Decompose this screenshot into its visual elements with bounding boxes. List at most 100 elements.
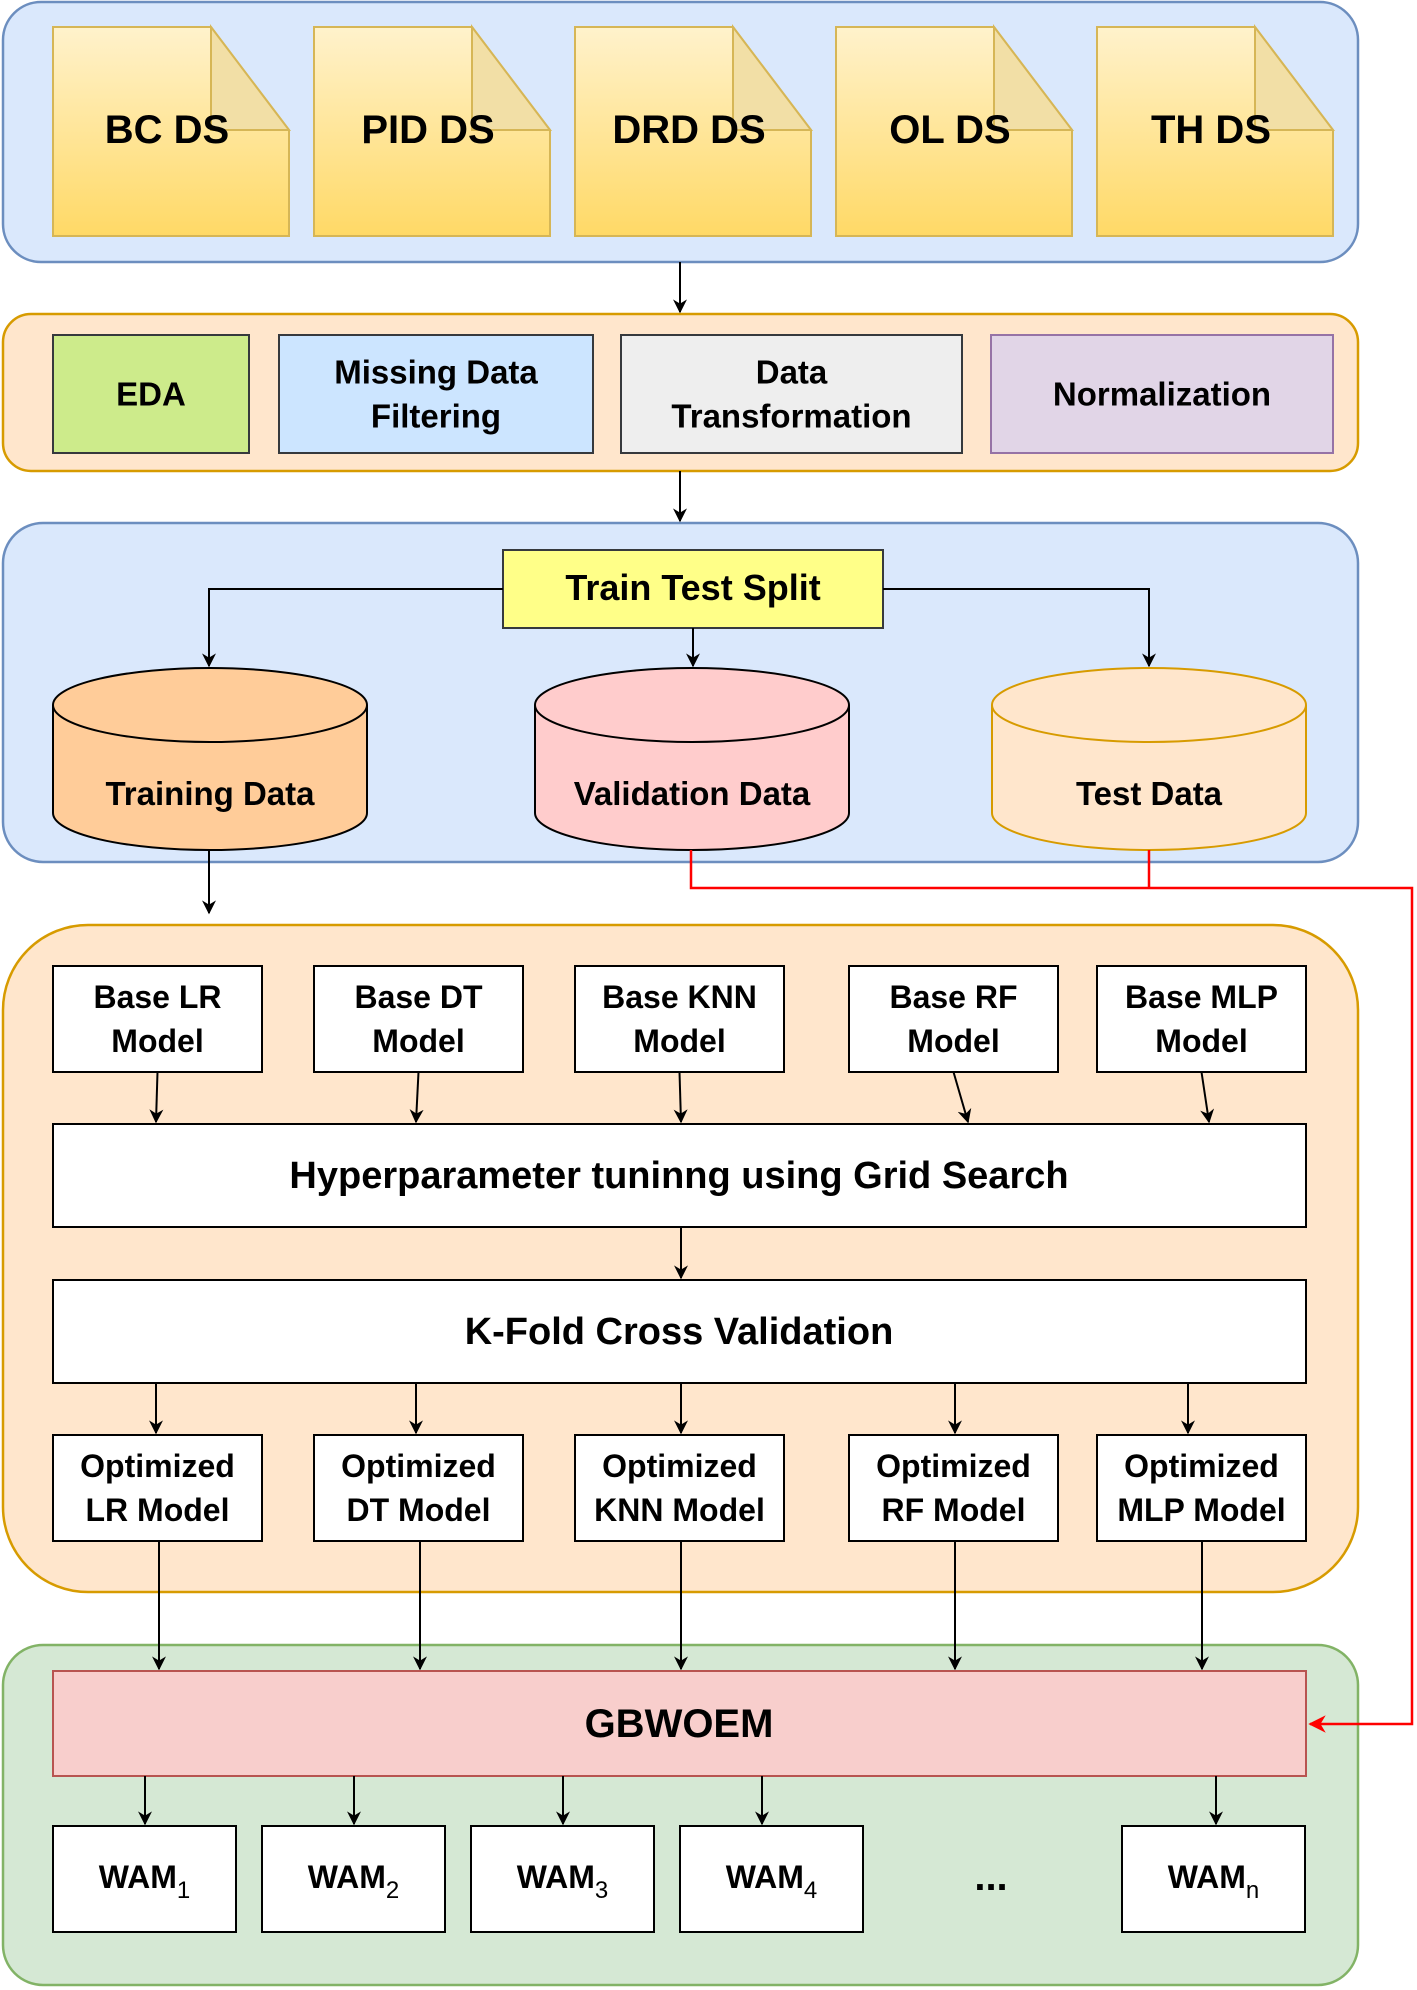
dataset-label: TH DS <box>1151 108 1271 152</box>
split-output-label: Test Data <box>1076 775 1223 812</box>
preprocessing-label: Transformation <box>671 398 911 435</box>
gbwoem-label: GBWOEM <box>585 1702 774 1746</box>
base-model-base-lr: Base LR Model <box>52 965 263 1124</box>
dataset-doc-bc-ds: BC DS <box>52 24 292 237</box>
preprocessing-label: Filtering <box>371 398 501 435</box>
base-to-tuning-arrow <box>673 1071 688 1124</box>
split-to-training-arrow <box>202 588 503 668</box>
wam-subscript: 1 <box>177 1877 190 1904</box>
wam-base: WAM <box>1168 1859 1246 1895</box>
preprocessing-box <box>278 334 594 454</box>
wam-label: WAM1 <box>99 1859 191 1904</box>
preprocessing-box <box>620 334 963 454</box>
document-fold <box>993 24 1075 131</box>
validation-test-feedback-arrow <box>689 850 1414 1733</box>
document-fold <box>732 24 814 131</box>
split-output-label: Validation Data <box>574 775 811 812</box>
wam-subscript: n <box>1246 1877 1259 1904</box>
dataset-label: BC DS <box>105 108 229 152</box>
model-box <box>313 965 524 1073</box>
wam-output-n: WAMn <box>1121 1776 1306 1933</box>
wam-label: WAMn <box>1168 1859 1260 1904</box>
wam-base: WAM <box>517 1859 595 1895</box>
optimized-model-label: DT Model <box>347 1492 491 1528</box>
wam-box <box>52 1825 237 1933</box>
dataset-label: OL DS <box>889 108 1011 152</box>
cylinder-test-data: Test Data <box>991 667 1307 851</box>
optimized-model-label: Optimized <box>1124 1448 1279 1484</box>
model-box <box>848 965 1059 1073</box>
base-model-label: Base MLP <box>1125 979 1278 1015</box>
wam-box <box>679 1825 864 1933</box>
cross-validation-label: K-Fold Cross Validation <box>465 1311 894 1353</box>
optimized-model-label: LR Model <box>86 1492 230 1528</box>
cylinder-training-data: Training Data <box>52 667 368 851</box>
base-model-label: Model <box>111 1023 203 1059</box>
wam-output-3: WAM3 <box>470 1776 655 1933</box>
model-box <box>52 965 263 1073</box>
preprocessing-label: EDA <box>116 376 186 413</box>
wam-subscript: 4 <box>804 1877 817 1904</box>
model-box <box>848 1434 1059 1542</box>
gbwoem-box <box>52 1670 1307 1777</box>
database-top <box>52 667 368 743</box>
optimized-model-label: Optimized <box>80 1448 235 1484</box>
wam-label: WAM3 <box>517 1859 609 1904</box>
base-to-tuning-arrow <box>149 1071 164 1124</box>
cross-validation-box <box>52 1279 1307 1384</box>
base-model-label: Base RF <box>889 979 1017 1015</box>
preprocessing-step-normalization: Normalization <box>990 334 1334 454</box>
base-to-tuning-arrow <box>952 1071 972 1124</box>
ellipsis: ... <box>974 1855 1007 1899</box>
preprocessing-label: Normalization <box>1053 376 1271 413</box>
base-model-base-mlp: Base MLP Model <box>1096 965 1307 1124</box>
wam-subscript: 2 <box>386 1877 399 1904</box>
optimized-model-label: KNN Model <box>594 1492 765 1528</box>
split-outputs: Training Data Validation Data Test Data <box>52 667 1307 851</box>
dataset-label: PID DS <box>361 108 494 152</box>
train-test-split-label: Train Test Split <box>565 567 820 608</box>
base-model-label: Base KNN <box>602 979 757 1015</box>
base-model-label: Model <box>1155 1023 1247 1059</box>
base-to-tuning-arrow <box>409 1071 424 1124</box>
tuning-box <box>52 1123 1307 1228</box>
wam-box <box>470 1825 655 1933</box>
wam-output-1: WAM1 <box>52 1776 237 1933</box>
cylinder-validation-data: Validation Data <box>534 667 850 851</box>
wam-label: WAM4 <box>726 1859 818 1904</box>
database-top <box>534 667 850 743</box>
wam-output-4: WAM4 <box>679 1776 864 1933</box>
optimized-model-label: MLP Model <box>1117 1492 1285 1528</box>
tuning-label: Hyperparameter tuninng using Grid Search <box>289 1155 1068 1197</box>
preprocessing-box <box>52 334 250 454</box>
document-fold <box>471 24 553 131</box>
base-model-label: Base LR <box>93 979 221 1015</box>
preprocessing-label: Missing Data <box>334 354 538 391</box>
wam-box <box>261 1825 446 1933</box>
optimized-model-label: RF Model <box>882 1492 1026 1528</box>
model-box <box>52 1434 263 1542</box>
base-to-tuning-arrow <box>1200 1071 1215 1124</box>
base-model-label: Model <box>372 1023 464 1059</box>
train-test-split-box <box>502 549 884 629</box>
wam-output-2: WAM2 <box>261 1776 446 1933</box>
optimized-model-label: Optimized <box>602 1448 757 1484</box>
dataset-doc-pid-ds: PID DS <box>313 24 553 237</box>
wam-subscript: 3 <box>595 1877 608 1904</box>
split-output-label: Training Data <box>105 775 315 812</box>
preprocessing-box <box>990 334 1334 454</box>
wam-box <box>1121 1825 1306 1933</box>
model-box <box>313 1434 524 1542</box>
database-top <box>991 667 1307 743</box>
preprocessing-label: Data <box>756 354 828 391</box>
wam-base: WAM <box>308 1859 386 1895</box>
